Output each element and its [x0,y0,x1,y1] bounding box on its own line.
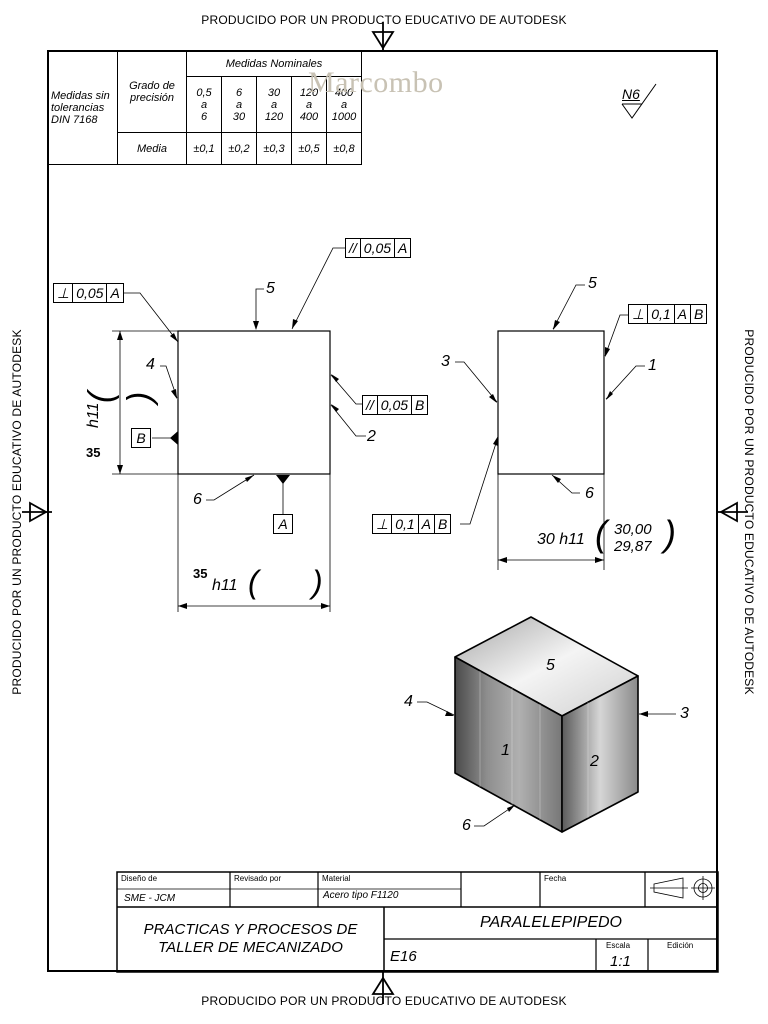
side-dim-text: 30 h11 [537,531,585,548]
side-label-3: 3 [441,353,450,370]
iso-face-label-1: 1 [501,742,510,759]
iso-face-label-2: 2 [590,753,599,770]
tolerance-table: Medidas sin tolerancias DIN 7168 Grado d… [47,50,362,165]
side-label-1: 1 [648,357,657,374]
tol-media-label: Media [117,132,187,165]
tol-value-0: ±0,1 [186,132,222,165]
side-dim-lower: 29,87 [614,538,652,555]
tol-value-3: ±0,5 [291,132,327,165]
side-dim-paren-left: ( [595,513,607,554]
tb-course-title: PRACTICAS Y PROCESOS DE TALLER DE MECANI… [143,921,358,956]
datum-b: B [131,428,151,448]
side-dim-paren-right: ) [664,513,676,554]
front-dim-horizontal-value: 35 [193,566,208,581]
tb-fecha-label: Fecha [544,874,567,883]
tb-material-label: Material [322,874,351,883]
front-label-5: 5 [266,280,275,297]
tb-edicion-label: Edición [667,941,694,950]
front-dim-horizontal-paren-right: ) [312,564,323,600]
tb-escala-value: 1:1 [610,953,631,970]
front-label-2: 2 [367,428,376,445]
front-label-4: 4 [146,356,155,373]
tb-revisado-label: Revisado por [234,874,282,883]
watermark-top: PRODUCIDO POR UN PRODUCTO EDUCATIVO DE A… [201,13,567,27]
projection-symbol-icon [650,876,715,900]
surface-finish-icon [621,83,657,119]
tb-diseno-label: Diseño de [121,874,158,883]
tb-part-name: PARALELEPIPEDO [480,914,622,931]
tol-left-label: Medidas sin tolerancias DIN 7168 [47,50,118,165]
iso-callout-4: 4 [404,693,413,710]
side-label-5: 5 [588,275,597,292]
datum-a: A [273,514,293,534]
tol-value-4: ±0,8 [326,132,362,165]
tol-value-1: ±0,2 [221,132,257,165]
front-dim-horizontal-paren-left: ( [248,564,259,600]
tb-escala-label: Escala [606,941,631,950]
tol-value-2: ±0,3 [256,132,292,165]
tb-drawing-number: E16 [390,948,417,965]
tb-material-value: Acero tipo F1120 [323,890,399,901]
iso-callout-3: 3 [680,705,689,722]
side-label-6: 6 [585,485,594,502]
iso-callout-6: 6 [462,817,471,834]
side-dim-upper: 30,00 [614,521,652,538]
tb-diseno-value: SME - JCM [124,893,176,904]
front-dim-horizontal-h11: h11 [212,577,238,594]
surface-finish-label: N6 [622,86,640,102]
front-dim-vertical-value: 35 [86,445,101,460]
iso-face-label-5: 5 [546,657,555,674]
brand-logo: Marcombo [308,66,444,99]
front-label-6: 6 [193,491,202,508]
